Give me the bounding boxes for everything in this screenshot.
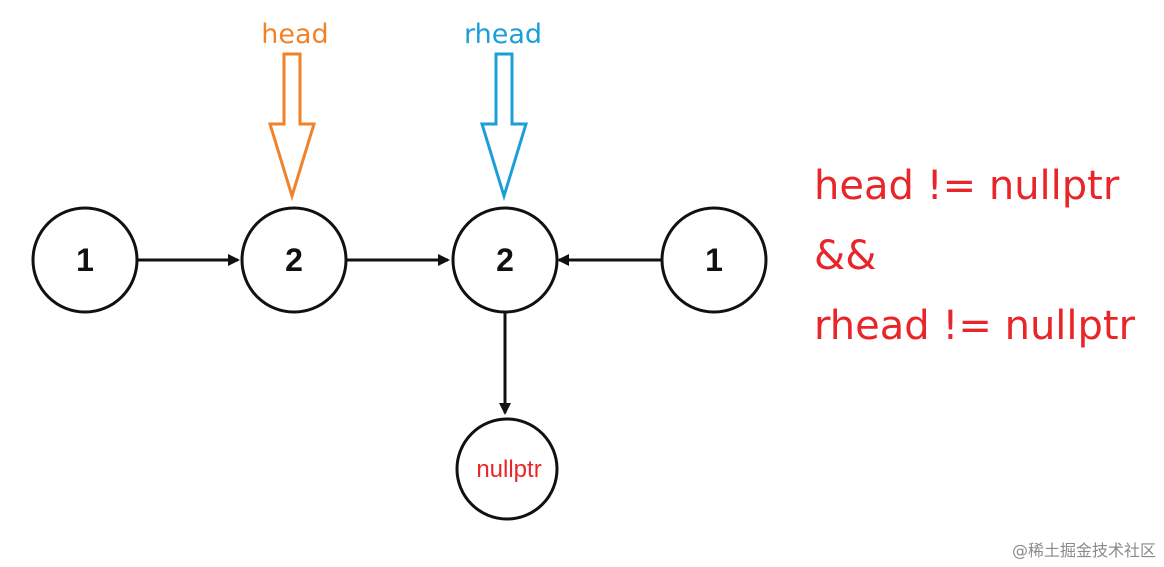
head-pointer-arrow: [267, 52, 317, 202]
condition-line-1: head != nullptr: [814, 163, 1120, 209]
condition-line-2: &&: [814, 233, 877, 279]
rhead-pointer-arrow: [479, 52, 529, 202]
node-value: 2: [285, 242, 303, 278]
node-nullptr: nullptr: [455, 417, 559, 521]
node-value: 2: [496, 242, 514, 278]
node-1-right: 1: [660, 206, 768, 314]
rhead-pointer-label: rhead: [464, 19, 542, 50]
node-1-left: 1: [31, 206, 139, 314]
node-2-head: 2: [240, 206, 348, 314]
node-value: 1: [76, 242, 94, 278]
nullptr-label: nullptr: [476, 456, 541, 483]
watermark: @稀土掘金技术社区: [1011, 541, 1156, 560]
head-pointer-label: head: [261, 19, 328, 50]
node-2-rhead: 2: [451, 206, 559, 314]
node-value: 1: [705, 242, 723, 278]
condition-line-3: rhead != nullptr: [814, 303, 1136, 349]
